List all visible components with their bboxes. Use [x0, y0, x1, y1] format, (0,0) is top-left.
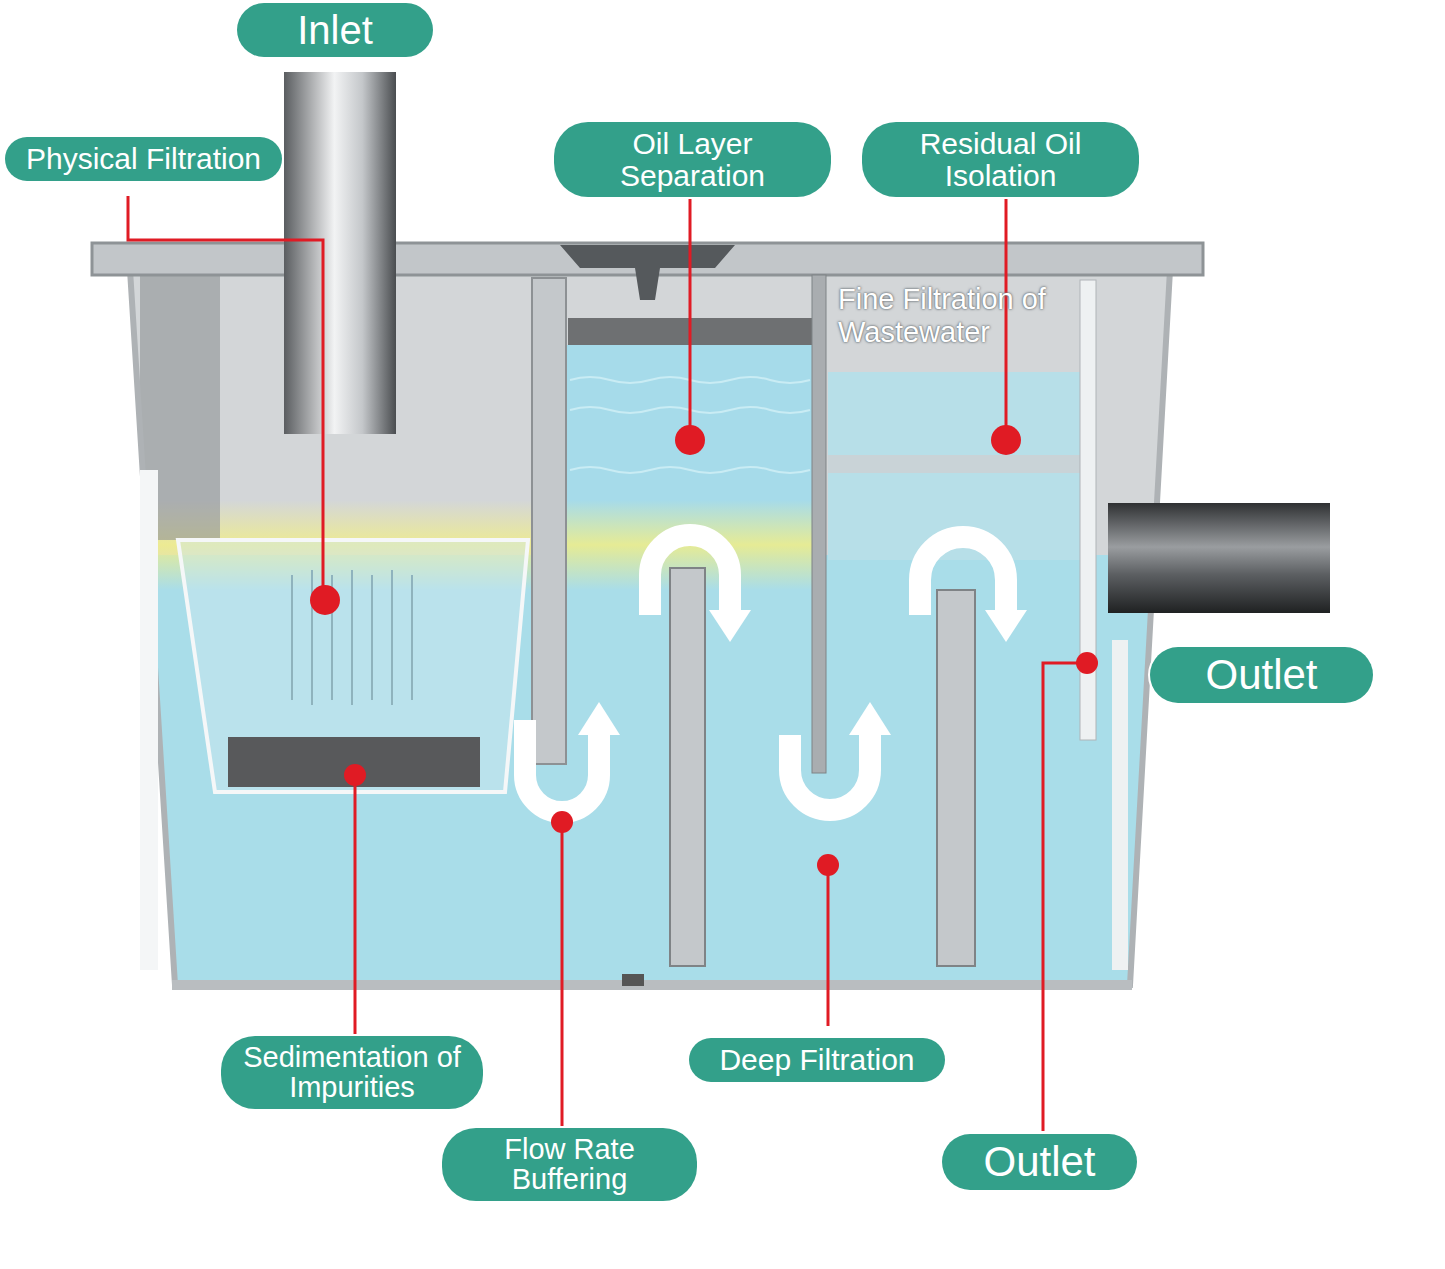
label-pill: Outlet [1150, 647, 1373, 703]
label-text: Deep Filtration [703, 1044, 931, 1076]
lid-handle [560, 245, 735, 300]
label-text: Outlet [1164, 653, 1359, 697]
label-pill: Physical Filtration [5, 137, 282, 181]
label-text: Flow Rate Buffering [456, 1134, 683, 1195]
inlet-pipe [284, 72, 396, 434]
arrow-head [985, 610, 1027, 642]
callout-dots [310, 425, 1098, 876]
wall-rib [1112, 640, 1128, 970]
label-pill: Inlet [237, 3, 433, 57]
baffle [532, 278, 566, 764]
label-text: Residual Oil Isolation [876, 128, 1125, 191]
leader-line [128, 196, 323, 595]
leader-line [1043, 663, 1087, 1131]
annotation-text: Fine Filtration of Wastewater [838, 283, 1100, 350]
leader-line [354, 780, 357, 1036]
tank-air [100, 260, 1200, 1000]
baffle [670, 568, 705, 966]
flow-arrow [790, 735, 870, 810]
leader-line [689, 196, 692, 435]
label-pill: Flow Rate Buffering [442, 1128, 697, 1201]
callout-dot [991, 425, 1021, 455]
arrow-head [578, 702, 620, 735]
sediment [228, 737, 480, 787]
filter-mesh [292, 570, 412, 705]
label-text: Outlet [956, 1140, 1123, 1184]
callout-dot [675, 425, 705, 455]
filter-basket [178, 540, 528, 792]
label-text: Physical Filtration [19, 143, 268, 175]
leader-line [561, 827, 564, 1128]
flow-arrow [920, 537, 1006, 615]
residual-oil-band [828, 455, 1080, 473]
tank-floor [172, 980, 1132, 990]
leader-line [827, 870, 830, 1026]
label-pill: Deep Filtration [689, 1038, 945, 1082]
callout-dot [344, 764, 366, 786]
flow-arrow [650, 535, 730, 615]
label-pill: Oil Layer Separation [554, 122, 831, 197]
label-text: Inlet [251, 9, 419, 51]
callout-dot [551, 811, 573, 833]
rod [812, 275, 826, 773]
label-text: Oil Layer Separation [568, 128, 817, 191]
callout-dot [817, 854, 839, 876]
callout-dot [310, 585, 340, 615]
flow-arrows [525, 535, 1006, 812]
outlet-pipe [1108, 503, 1330, 613]
arrow-heads [578, 610, 1027, 735]
label-text: Sedimentation of Impurities [235, 1042, 469, 1103]
arrow-head [849, 702, 891, 735]
wall-rib [140, 470, 158, 970]
baffle [937, 590, 975, 966]
label-pill: Outlet [942, 1134, 1137, 1190]
label-pill: Residual Oil Isolation [862, 122, 1139, 197]
tank-interior [100, 260, 1200, 1000]
arrow-head [709, 610, 751, 642]
label-pill: Sedimentation of Impurities [221, 1036, 483, 1109]
callout-dot [1076, 652, 1098, 674]
drain-plug [622, 974, 644, 986]
leader-line [1005, 196, 1008, 435]
